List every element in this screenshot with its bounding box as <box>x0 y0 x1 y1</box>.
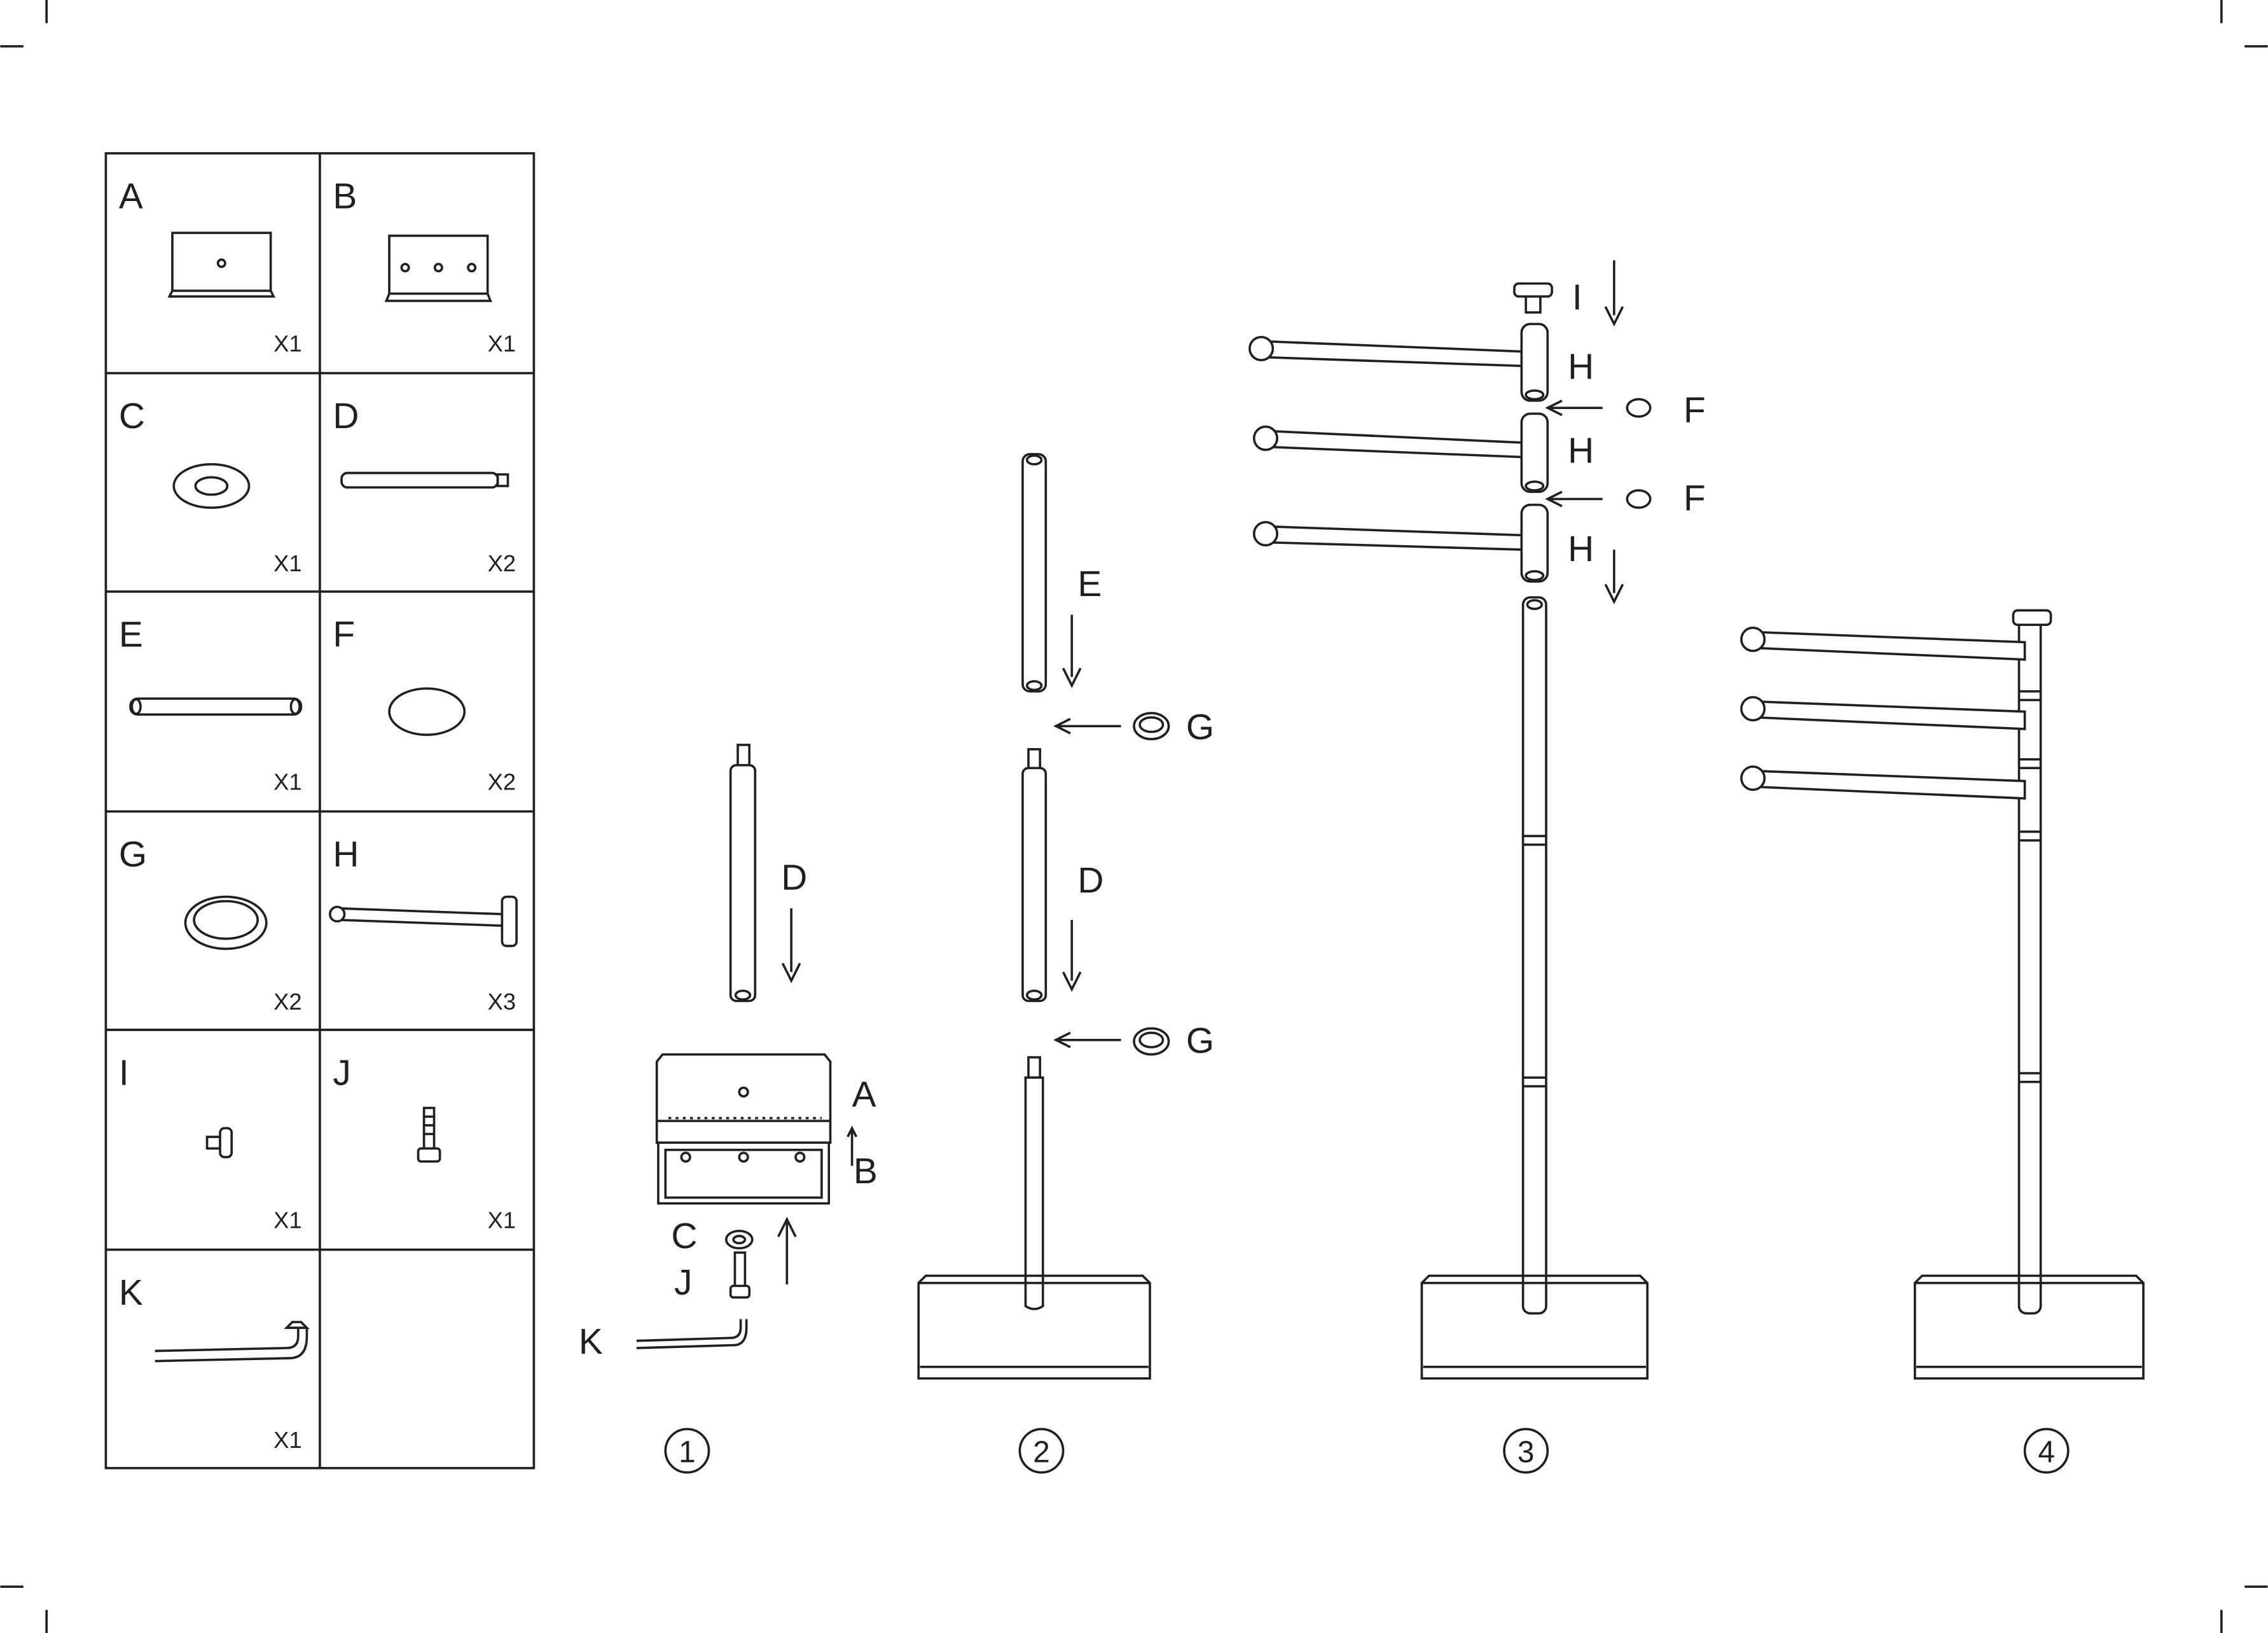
part-j-letter: J <box>333 1053 350 1093</box>
step-2-diagram: E G D G 2 <box>917 453 1214 1474</box>
part-j-bolt-icon <box>417 1106 441 1163</box>
part-f-letter: F <box>333 615 355 655</box>
step-1-callout-b: B <box>854 1151 878 1192</box>
part-e-letter: E <box>119 615 143 655</box>
part-d-threaded-tube-icon <box>340 471 509 489</box>
part-c-washer-icon <box>172 463 251 509</box>
step-3-callout-h1: H <box>1568 347 1594 387</box>
part-a-quantity: X1 <box>273 331 301 357</box>
step-1-callout-j: J <box>674 1263 692 1303</box>
part-i-knob-icon <box>205 1127 233 1158</box>
step-2-number: 2 <box>1033 1436 1050 1470</box>
part-b-mounting-plate-icon <box>384 234 492 302</box>
step-3-diagram: I H F H F H 3 <box>1248 260 1706 1474</box>
step-3-callout-f1: F <box>1684 391 1706 431</box>
part-h-quantity: X3 <box>488 989 516 1015</box>
step-2-callout-e: E <box>1077 564 1102 604</box>
step-2-callout-g2: G <box>1186 1021 1214 1061</box>
part-k-hex-key-icon <box>155 1321 310 1363</box>
step-1-callout-c: C <box>671 1216 697 1256</box>
part-k-letter: K <box>119 1273 143 1313</box>
part-e-tube-icon <box>129 697 303 716</box>
step-1-callout-d: D <box>781 858 807 898</box>
part-f-quantity: X2 <box>488 768 516 795</box>
part-c-letter: C <box>119 396 145 436</box>
step-1-callout-a: A <box>852 1074 876 1115</box>
part-d-quantity: X2 <box>488 550 516 576</box>
part-j-quantity: X1 <box>488 1207 516 1233</box>
part-d-letter: D <box>333 396 359 436</box>
part-g-ring-icon <box>184 895 268 950</box>
part-g-letter: G <box>119 835 147 875</box>
part-e-quantity: X1 <box>273 768 301 795</box>
step-2-callout-g1: G <box>1186 707 1214 747</box>
part-h-letter: H <box>333 835 359 875</box>
step-3-number: 3 <box>1518 1436 1535 1470</box>
step-1-diagram: D A B C J K 1 <box>579 744 878 1474</box>
part-a-base-cover-icon <box>167 232 276 298</box>
step-1-callout-k: K <box>579 1322 603 1362</box>
part-i-quantity: X1 <box>273 1207 301 1233</box>
part-h-swing-arm-icon <box>329 895 518 947</box>
part-k-quantity: X1 <box>273 1427 301 1453</box>
step-4-diagram: 4 <box>1740 609 2145 1474</box>
step-3-callout-i: I <box>1572 278 1582 318</box>
step-1-number: 1 <box>679 1436 696 1470</box>
part-g-quantity: X2 <box>273 989 301 1015</box>
step-3-callout-h3: H <box>1568 529 1594 569</box>
part-b-letter: B <box>333 176 357 216</box>
part-b-quantity: X1 <box>488 331 516 357</box>
step-3-callout-f2: F <box>1684 479 1706 519</box>
part-f-spacer-icon <box>388 687 466 736</box>
step-4-number: 4 <box>2038 1436 2055 1470</box>
step-3-callout-h2: H <box>1568 431 1594 471</box>
part-a-letter: A <box>119 176 143 216</box>
part-c-quantity: X1 <box>273 550 301 576</box>
step-2-callout-d: D <box>1077 861 1103 901</box>
part-i-letter: I <box>119 1053 129 1093</box>
